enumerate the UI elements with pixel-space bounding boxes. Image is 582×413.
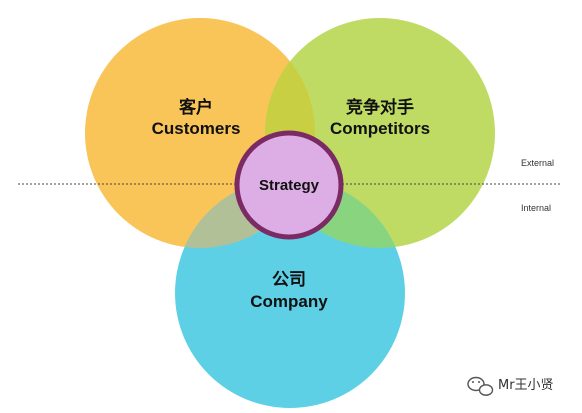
- strategy-label: Strategy: [259, 177, 320, 194]
- strategy-circle: [234, 130, 344, 240]
- internal-label: Internal: [521, 203, 551, 213]
- customers-label-cn: 客户: [178, 97, 213, 118]
- competitors-label-cn: 竞争对手: [346, 97, 414, 118]
- company-label-en: Company: [250, 292, 328, 311]
- overlap-competitors-company: [265, 178, 405, 248]
- company-label-cn: 公司: [272, 270, 306, 290]
- overlap-customers-company: [175, 178, 315, 248]
- wechat-icon: [467, 376, 494, 396]
- competitors-label-en: Competitors: [330, 119, 430, 138]
- external-label: External: [521, 158, 554, 168]
- watermark-text: Mr王小贤: [498, 378, 554, 393]
- customers-label-en: Customers: [152, 119, 241, 138]
